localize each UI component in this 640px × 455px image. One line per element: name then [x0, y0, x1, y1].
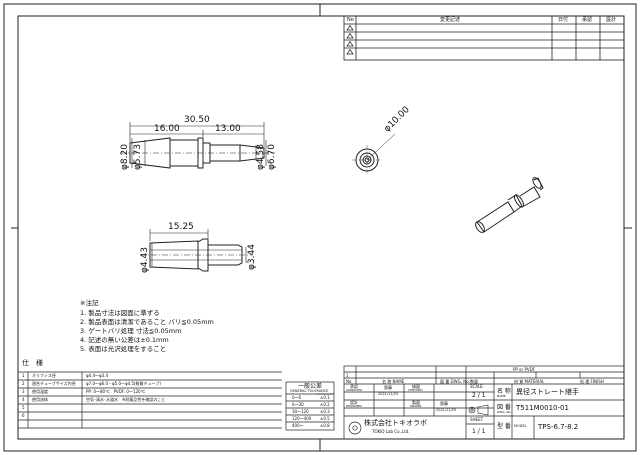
tb-scale-value: 2 / 1: [472, 392, 486, 399]
tb-dwg-en: DWG. No.: [497, 410, 512, 414]
tb-qty-label: 数量: [470, 379, 478, 384]
note-item: 1. 製品寸法は図面に準ずる: [80, 309, 160, 317]
tolerance-range: 400～: [292, 423, 304, 428]
tolerance-range: 120～400: [292, 416, 312, 421]
tolerance-range: 30～120: [292, 409, 309, 414]
note-item: 2. 製品表面は清潔であること バリ≦0.05mm: [80, 318, 214, 326]
tb-approved-label: 承認: [350, 384, 358, 389]
sheet-frame: [3, 3, 637, 452]
tb-sign1: 奥藤: [384, 385, 392, 390]
spec-row-value: 空気･清水･水道水 ※耐薬品性を確認のこと: [86, 397, 166, 402]
spec-row-no: 1: [22, 373, 25, 378]
spec-row-no: 3: [22, 389, 25, 394]
spec-row-label: 使用流体: [32, 397, 48, 402]
revision-triangle-icons: [346, 24, 354, 55]
front-dimension-lines: [129, 122, 267, 168]
spec-row-no: 4: [22, 397, 25, 402]
company-logo-icon: [348, 421, 362, 435]
spec-row-no: 6: [22, 413, 25, 418]
revision-table-grid: [343, 15, 625, 61]
tolerance-range: 0～6: [292, 395, 302, 400]
tb-model-en: MODEL: [514, 424, 527, 428]
spec-row-label: オリフィス径: [32, 373, 56, 378]
tolerance-value: ±0.2: [320, 402, 330, 407]
tb-checked-en: CHECKED: [408, 388, 423, 392]
tb-checked-label: 検図: [412, 384, 420, 389]
fitting-end-view: [352, 133, 396, 175]
spec-row-value: φ4.4～φ3.4: [86, 373, 108, 378]
tb-name-en: NAME: [497, 394, 506, 398]
tolerance-value: ±0.1: [320, 395, 330, 400]
spec-row-value: φ7.0～φ6.0・φ5.0～φ4.5(軟質チューブ): [86, 381, 161, 386]
tb-designed-label: 設計: [350, 400, 358, 405]
dim-left-length: 16.00: [154, 124, 180, 134]
tb-dwg-label: 図 番: [497, 404, 511, 411]
dim-dia-3-44: φ3.44: [247, 244, 257, 270]
tb-date1: 2021/11/25: [378, 392, 399, 396]
tb-name-label2: 名 称: [497, 388, 511, 395]
tolerance-value: ±0.8: [320, 423, 330, 428]
tb-dwg-header: 図 番 DWG. No.: [440, 379, 470, 384]
dim-dia-8-20: φ8.20: [120, 144, 130, 170]
tb-finish-label: 処 理 FINISH: [580, 379, 604, 384]
tb-designed-en: DESIGNED: [346, 404, 362, 408]
dim-dia-5-73: φ5.73: [133, 144, 143, 170]
tb-scale-label: SCALE: [470, 384, 483, 389]
revision-header-approve: 承認: [582, 17, 593, 23]
tb-company-en: TOKIO Lab Co.,Ltd.: [372, 429, 410, 434]
dim-right-length: 13.00: [215, 124, 241, 134]
revision-header-content: 変更記述: [440, 17, 461, 23]
spec-row-no: 2: [22, 381, 25, 386]
revision-header-no: No: [347, 17, 354, 23]
tb-sheet-value: 1 / 1: [472, 428, 486, 435]
tb-sheet-label: SHEET: [470, 417, 484, 422]
fitting-isometric-view: [475, 177, 544, 233]
dim-dia-4-58: φ4.58: [256, 144, 266, 170]
fitting-front-view: [120, 137, 275, 169]
spec-row-value: PP: 0～80℃ PVDF: 0～120℃: [86, 389, 146, 394]
tb-company-name: 株式会社トキオラボ: [364, 419, 427, 427]
spec-row-label: 適合チューブサイズ内径: [32, 381, 76, 386]
dim-overall-length: 30.50: [184, 115, 210, 125]
tb-date2: 2021/11/25: [436, 408, 457, 412]
tolerance-range: 6～30: [292, 402, 304, 407]
tb-drawn-label: 製図: [412, 400, 420, 405]
tolerance-title: 一般公差: [298, 383, 323, 390]
tb-material-label: 材 質 MATERIAL: [514, 379, 545, 384]
spec-row-no: 5: [22, 405, 25, 410]
spec-table-grid: [18, 371, 282, 429]
note-item: 3. ゲートバリ処理 寸法≦0.05mm: [80, 327, 182, 335]
note-item: 5. 表面は光沢処理をすること: [80, 345, 167, 353]
spec-title: 仕 様: [22, 359, 43, 367]
tb-no-label: No.: [346, 379, 353, 384]
tolerance-value: ±0.3: [320, 409, 330, 414]
tb-model-label: 型 番: [497, 423, 511, 430]
dim-section-length: 15.25: [168, 222, 194, 232]
tolerance-table-grid: [285, 381, 335, 431]
tb-sign2: 奥藤: [440, 401, 448, 406]
tb-material-value: PP or PVDF: [513, 367, 535, 372]
tb-name-value: 異径ストレート継手: [516, 388, 579, 396]
notes-heading: ※注記: [80, 299, 99, 307]
revision-header-date: 日付: [558, 17, 569, 23]
tolerance-subtitle: GENERAL TOLERANCE: [290, 389, 329, 393]
tb-drawn-en: DRAWN: [410, 404, 422, 408]
revision-header-design: 設計: [606, 17, 617, 23]
dim-dia-6-70: φ6.70: [267, 144, 277, 170]
note-item: 4. 記述の無い公差は±0.1mm: [80, 336, 169, 344]
tb-approved-en: APPROVED: [346, 388, 363, 392]
tb-dwg-value: T511M0010-01: [516, 404, 569, 412]
tb-model-value: TPS-6.7-8.2: [538, 423, 579, 431]
projection-symbol-icon: [468, 404, 489, 416]
dim-dia-4-43: φ4.43: [140, 247, 150, 273]
fitting-section-view: [140, 229, 252, 272]
title-block-grid: [343, 365, 625, 440]
tb-name-label: 名 称 NAME: [382, 379, 405, 384]
tb-row1-no: 1: [346, 373, 349, 378]
spec-row-label: 使用温度: [32, 389, 48, 394]
tolerance-value: ±0.5: [320, 416, 330, 421]
